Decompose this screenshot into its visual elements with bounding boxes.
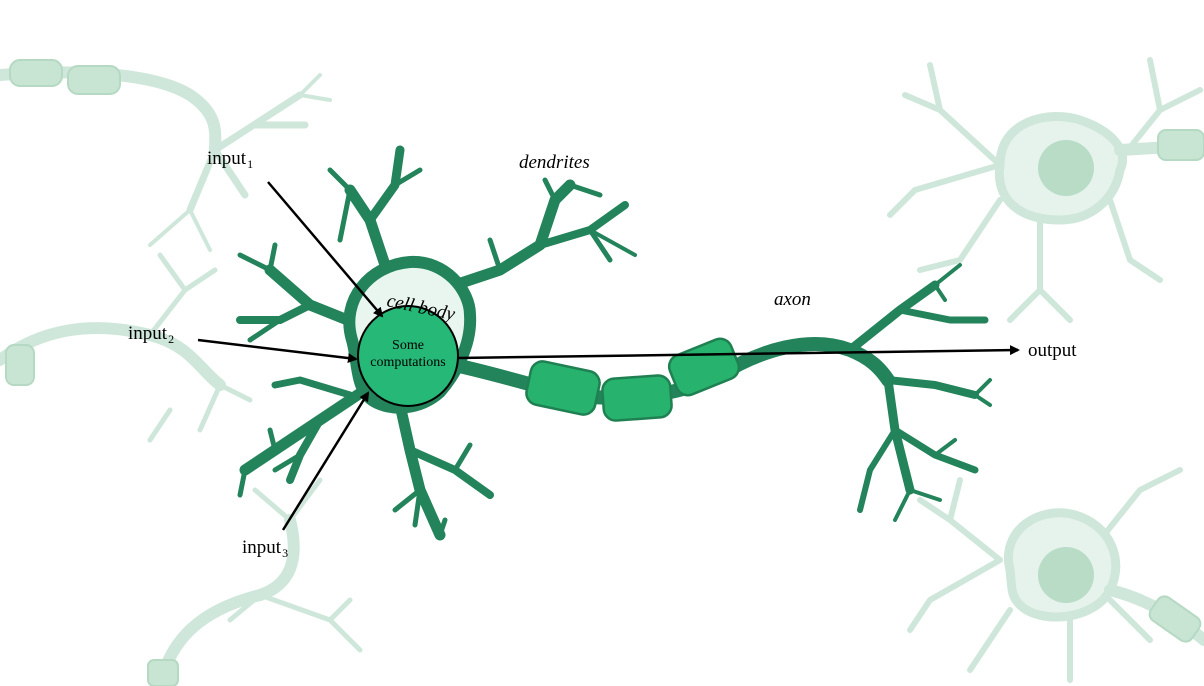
input1-arrow: [268, 182, 382, 316]
input2-arrow: [198, 340, 356, 359]
myelin-sheaths: [524, 335, 742, 421]
axon-label: axon: [774, 289, 811, 311]
faded-nucleus-top: [1038, 140, 1094, 196]
background-neurons: [0, 60, 1204, 686]
output-label: output: [1028, 340, 1077, 362]
dendrites-label: dendrites: [519, 152, 590, 174]
input3-label: input3: [242, 537, 288, 559]
soma-line-2: computations: [358, 354, 458, 371]
soma-line-1: Some: [358, 337, 458, 354]
output-arrow: [458, 350, 1018, 358]
input2-label: input2: [128, 323, 174, 345]
input1-label: input1: [207, 148, 253, 170]
soma-text: Some computations: [358, 337, 458, 371]
faded-nucleus-bottom: [1038, 547, 1094, 603]
